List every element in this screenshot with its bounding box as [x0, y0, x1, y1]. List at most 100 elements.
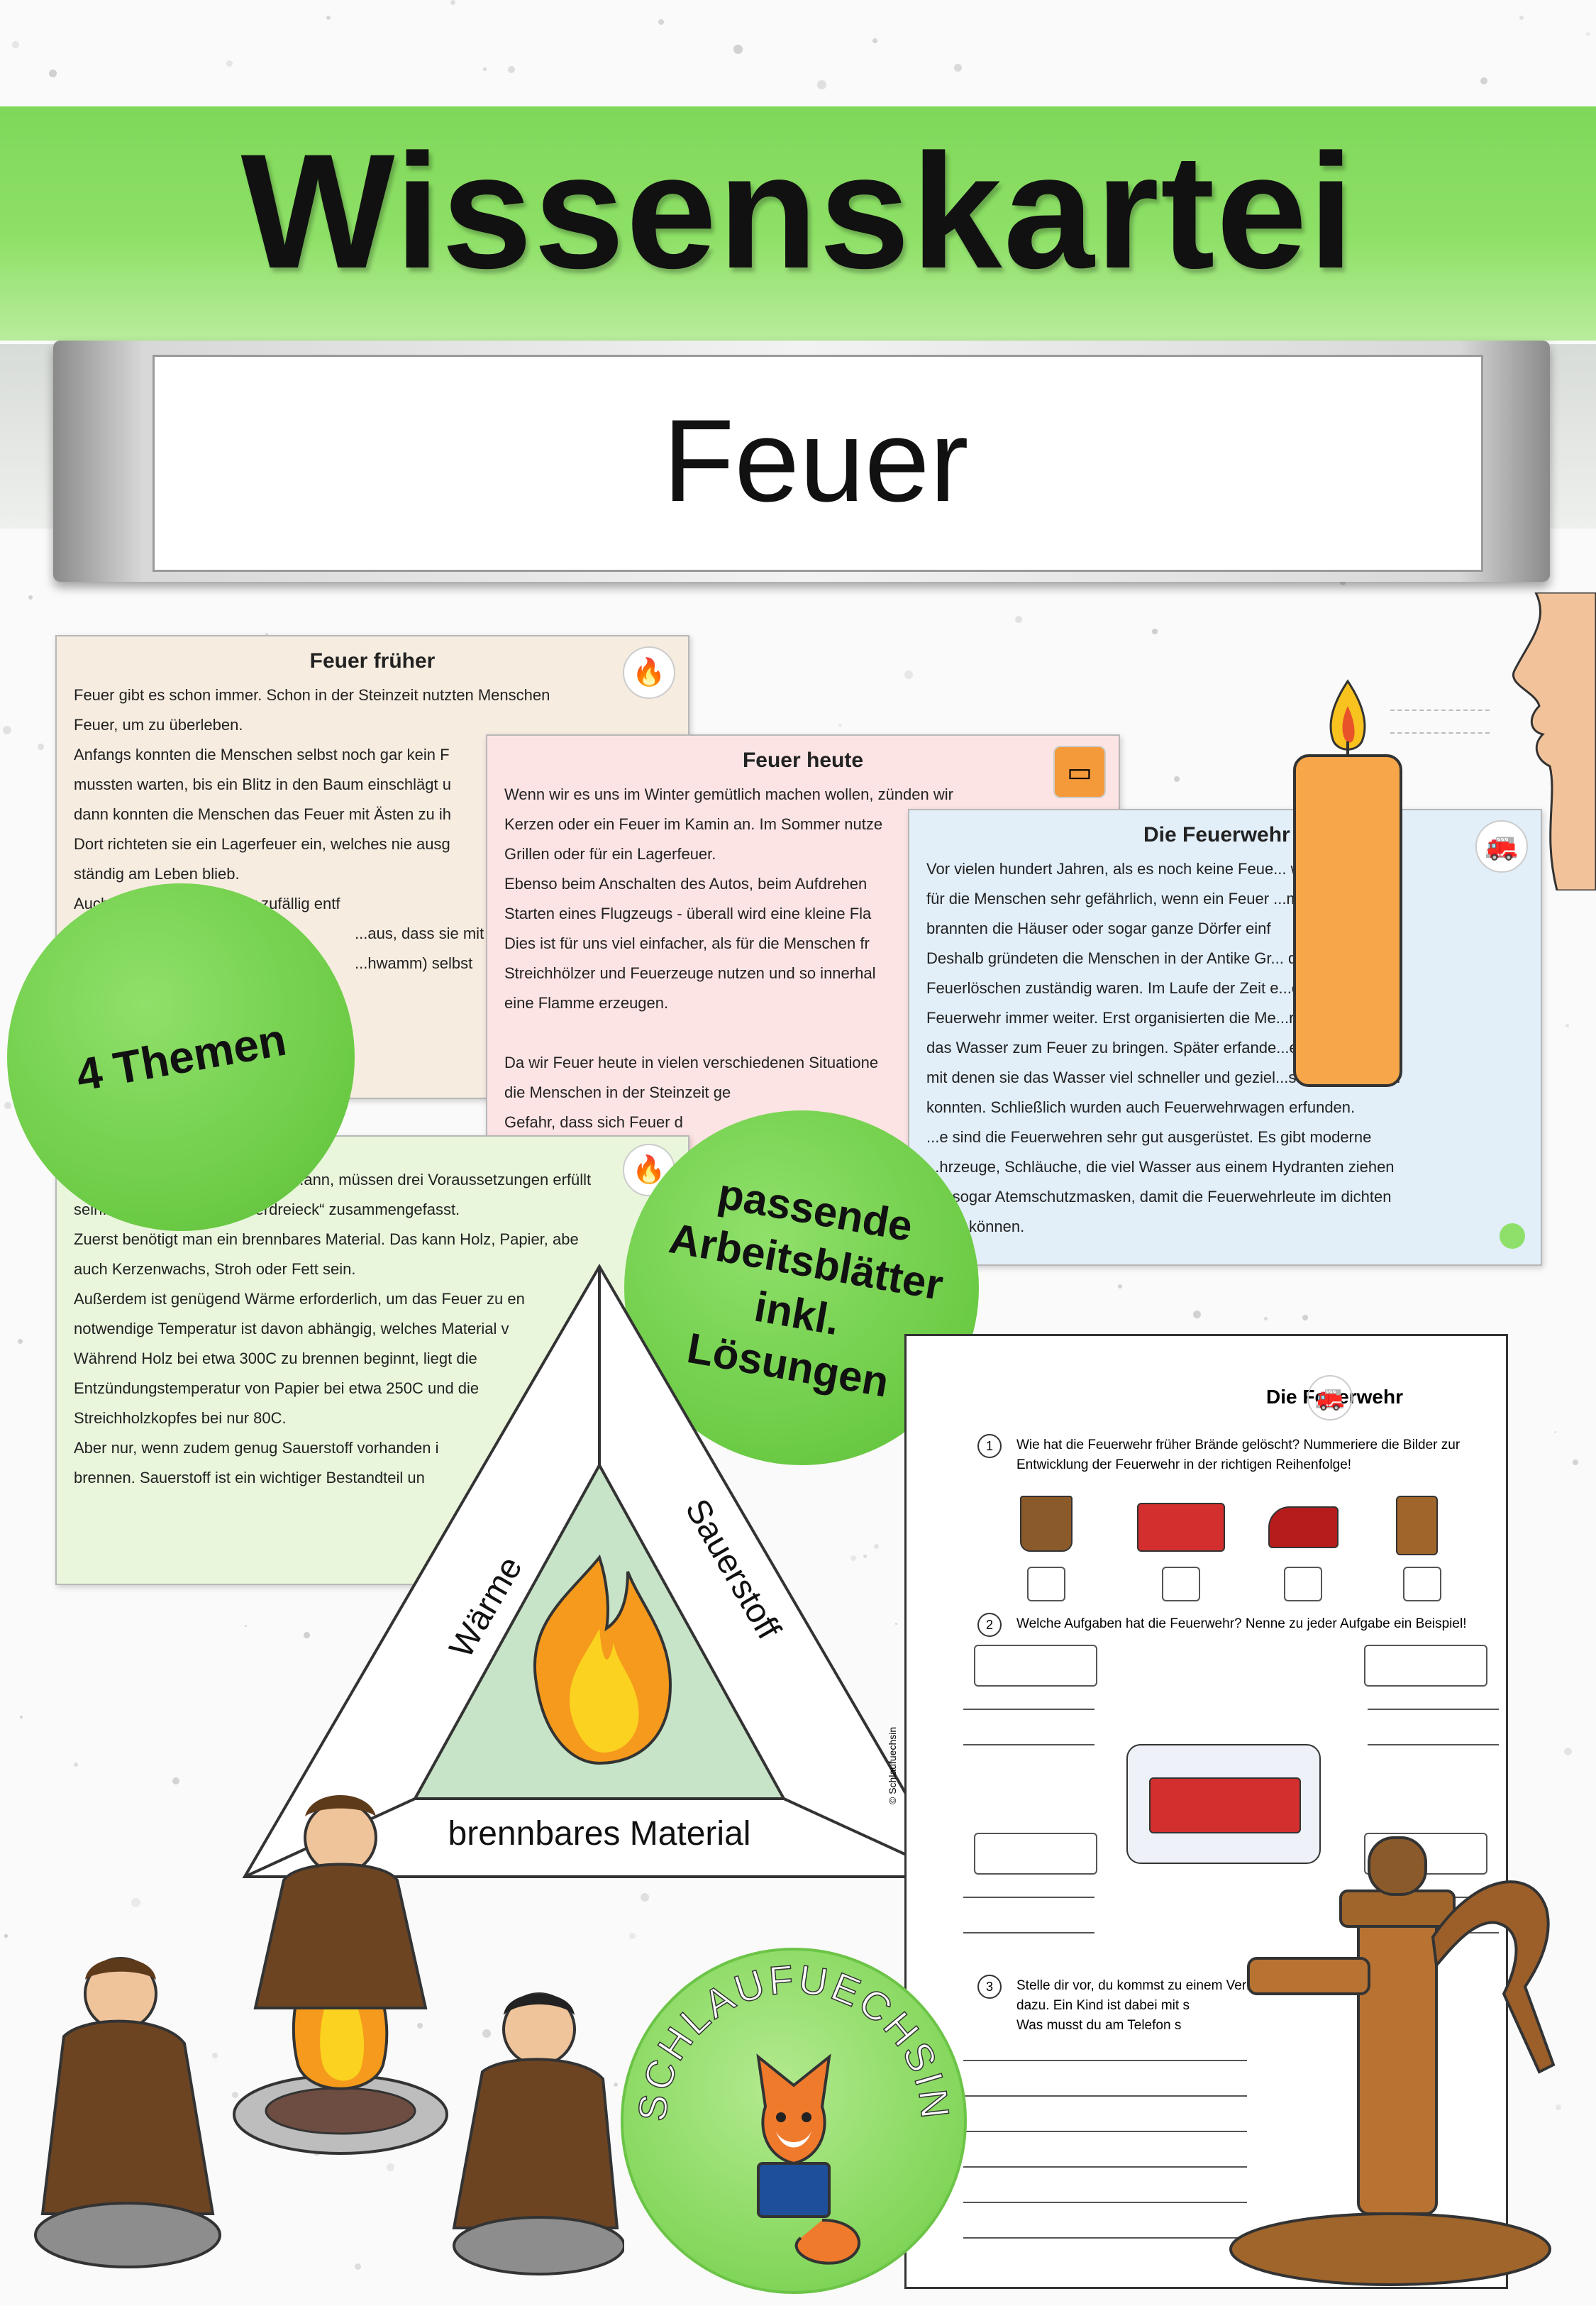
- card-line: Entzündungstemperatur von Papier bei etw…: [74, 1379, 480, 1397]
- speckle: [641, 1893, 650, 1902]
- speckle: [28, 595, 33, 600]
- answer-line: [1368, 1744, 1499, 1745]
- speckle: [226, 60, 233, 67]
- speckle: [1264, 1317, 1268, 1320]
- speckle: [872, 38, 878, 44]
- speckle: [850, 1555, 856, 1561]
- answer-line: [963, 2060, 1247, 2061]
- fire-truck-icon: 🚒: [1475, 820, 1528, 873]
- bucket-icon: [1020, 1496, 1073, 1552]
- speckle: [304, 1632, 310, 1638]
- answer-line: [963, 2166, 1247, 2168]
- card-line: Streichholzkopfes bei nur 80C.: [74, 1409, 287, 1427]
- question-3-line: Stelle dir vor, du kommst zu einem Verke…: [1016, 1978, 1299, 1993]
- speckle: [904, 671, 913, 679]
- speckle: [508, 66, 516, 74]
- card-line: Feuer gibt es schon immer. Schon in der …: [74, 686, 550, 704]
- question-number: 1: [977, 1434, 1002, 1458]
- card-line: Außerdem ist genügend Wärme erforderlich…: [74, 1290, 525, 1308]
- speckle: [1174, 776, 1180, 782]
- question-2-text: Welche Aufgaben hat die Feuerwehr? Nenne…: [1016, 1616, 1467, 1631]
- speckle: [1573, 1460, 1579, 1466]
- speckle: [483, 67, 487, 71]
- speckle: [49, 70, 57, 78]
- speckle: [265, 633, 269, 636]
- question-3-line: Was musst du am Telefon s: [1016, 2018, 1182, 2033]
- speckle: [12, 41, 19, 48]
- answer-line: [963, 2095, 1247, 2097]
- card-line: Streichhölzer und Feuerzeuge nutzen und …: [504, 964, 876, 982]
- schlaufuechsin-logo: SCHLAUFUECHSIN: [621, 1948, 967, 2294]
- speckle: [895, 1623, 898, 1626]
- speckle: [1480, 77, 1488, 85]
- answer-line: [963, 1709, 1095, 1710]
- campfire-illustration: [34, 1795, 624, 2275]
- card-line: eine Flamme erzeugen.: [504, 994, 669, 1012]
- card-line: brennen. Sauerstoff ist ein wichtiger Be…: [74, 1469, 425, 1486]
- card-line: Aber nur, wenn zudem genug Sauerstoff vo…: [74, 1439, 439, 1457]
- question-3-line: dazu. Ein Kind ist dabei mit s: [1016, 1998, 1190, 2013]
- answer-line: [963, 1932, 1095, 1933]
- themes-bubble-text: 4 Themen: [72, 1013, 290, 1101]
- card-line: ...iten können.: [926, 1218, 1025, 1235]
- card-line: Deshalb gründeten die Menschen in der An…: [926, 949, 1314, 967]
- face-blowing-illustration: [1512, 592, 1596, 890]
- fire-truck-icon: 🚒: [1307, 1375, 1353, 1420]
- card-line: ...d sogar Atemschutzmasken, damit die F…: [926, 1188, 1392, 1206]
- card-line: Ebenso beim Anschalten des Autos, beim A…: [504, 875, 868, 893]
- speckle: [1015, 616, 1023, 624]
- card-line: notwendige Temperatur ist davon abhängig…: [74, 1320, 509, 1337]
- card-line: brannten die Häuser oder sogar ganze Dör…: [926, 920, 1271, 937]
- card-title: Feuer heute: [742, 749, 864, 772]
- question-1-text: Wie hat die Feuerwehr früher Brände gelö…: [1016, 1438, 1461, 1472]
- speckle: [4, 1102, 11, 1109]
- answer-box[interactable]: [1284, 1567, 1322, 1601]
- card-line: Dort richteten sie ein Lagerfeuer ein, w…: [74, 835, 450, 853]
- fire-truck-picture: [1126, 1744, 1321, 1864]
- card-line: Feuer, um zu überleben.: [74, 716, 243, 734]
- themes-bubble: 4 Themen: [7, 883, 355, 1231]
- card-line: Wenn wir es uns im Winter gemütlich mach…: [504, 785, 953, 803]
- card-line: Starten eines Flugzeugs - überall wird e…: [504, 905, 872, 922]
- speckle: [1340, 580, 1346, 586]
- card-line: die Menschen in der Steinzeit ge: [504, 1083, 731, 1101]
- answer-box[interactable]: [1403, 1567, 1441, 1601]
- speckle: [817, 80, 826, 89]
- answer-box[interactable]: [1162, 1567, 1200, 1601]
- title-banner: [0, 106, 1596, 341]
- card-line: ...e sind die Feuerwehren sehr gut ausge…: [926, 1128, 1372, 1146]
- answer-line: [963, 2202, 1247, 2203]
- speckle: [131, 1898, 140, 1907]
- answer-line: [963, 1897, 1095, 1898]
- fox-mini-icon: [1500, 1223, 1525, 1249]
- speckle: [212, 2053, 218, 2058]
- card-line: Gefahr, dass sich Feuer d: [504, 1113, 683, 1131]
- copyright-text: © Schlaufuechsin: [887, 1726, 898, 1804]
- answer-box[interactable]: [974, 1833, 1097, 1875]
- speckle: [629, 1933, 636, 1940]
- card-line: Grillen oder für ein Lagerfeuer.: [504, 845, 716, 863]
- card-line: ...ann, müssen drei Voraussetzungen erfü…: [291, 1171, 592, 1188]
- speckle: [863, 1555, 868, 1559]
- card-line: Während Holz bei etwa 300C zu brennen be…: [74, 1350, 477, 1367]
- page-title: Wissenskartei: [240, 120, 1356, 302]
- speckle: [417, 2023, 423, 2029]
- answer-box[interactable]: [974, 1645, 1097, 1687]
- answer-box[interactable]: [1027, 1567, 1065, 1601]
- fire-truck-icon: [1137, 1503, 1225, 1552]
- horse-pump-icon: [1268, 1506, 1339, 1548]
- answer-box[interactable]: [1364, 1645, 1487, 1687]
- card-line: Anfangs konnten die Menschen selbst noch…: [74, 746, 450, 763]
- card-line: auch Kerzenwachs, Stroh oder Fett sein.: [74, 1260, 356, 1278]
- speckle: [1564, 1748, 1573, 1756]
- water-pump-illustration: [1229, 1836, 1556, 2286]
- candle-illustration: [1293, 679, 1402, 1087]
- card-line: ...aus, dass sie mit: [355, 925, 484, 942]
- speckle: [1152, 629, 1158, 634]
- answer-line: [963, 1744, 1095, 1745]
- card-feuerwehr: 🚒 Die Feuerwehr Vor vielen hundert Jahre…: [908, 809, 1542, 1266]
- answer-line: [963, 2131, 1247, 2132]
- label-card: [153, 355, 1483, 572]
- speckle: [245, 1625, 248, 1628]
- speckle: [1586, 32, 1590, 36]
